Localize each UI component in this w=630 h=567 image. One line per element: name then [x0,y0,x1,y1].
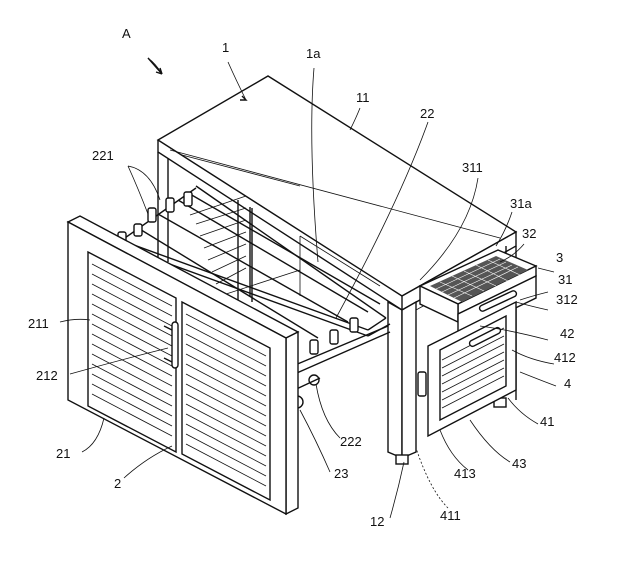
arrow-1 [240,95,248,101]
label-3: 3 [556,250,563,265]
label-211: 211 [28,316,49,331]
label-2: 2 [114,476,121,491]
label-43: 43 [512,456,526,471]
label-222: 222 [340,434,362,449]
label-312: 312 [556,292,578,307]
label-A: A [122,26,131,41]
front-door [66,215,300,516]
arrow-A [147,57,163,75]
label-31: 31 [558,272,572,287]
label-4: 4 [564,376,571,391]
reference-labels: A 1 1a 11 22 221 311 31a 32 3 31 312 42 … [28,26,578,529]
label-31a: 31a [510,196,532,211]
label-1: 1 [222,40,229,55]
label-412: 412 [554,350,576,365]
label-22: 22 [420,106,434,121]
label-311: 311 [462,160,483,175]
label-1a: 1a [306,46,321,61]
label-42: 42 [560,326,574,341]
leader-lines [59,57,557,519]
label-221: 221 [92,148,114,163]
label-413: 413 [454,466,476,481]
label-11: 11 [356,90,370,105]
label-12: 12 [370,514,384,529]
side-door [417,300,517,438]
label-21: 21 [56,446,70,461]
label-41: 41 [540,414,554,429]
label-212: 212 [36,368,58,383]
label-23: 23 [334,466,348,481]
label-411: 411 [440,508,461,523]
label-32: 32 [522,226,536,241]
